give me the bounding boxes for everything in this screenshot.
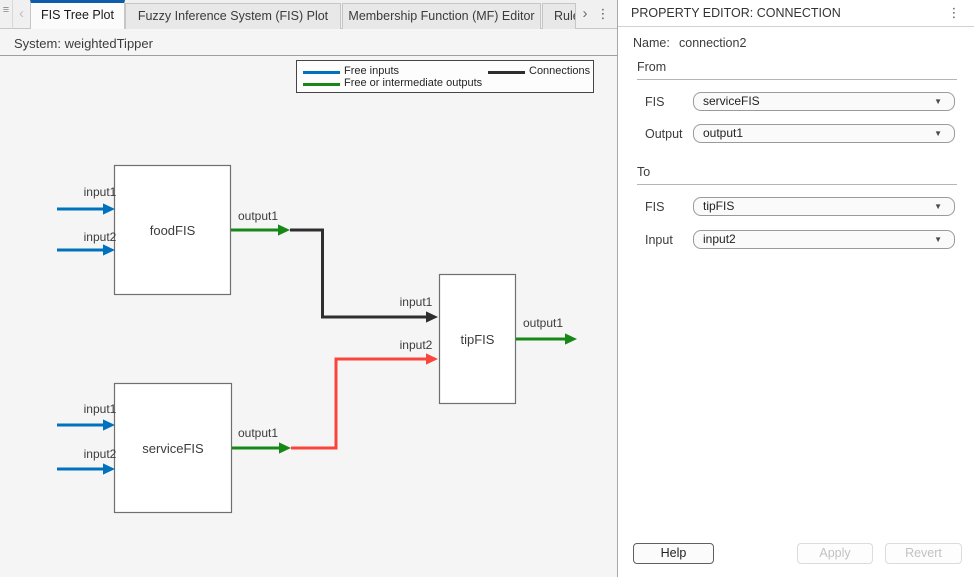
legend-box: Free inputs Free or intermediate outputs… [296,60,594,93]
system-divider [0,55,617,56]
servicefis-block-label[interactable]: serviceFIS [142,440,204,456]
scroll-tabs-left-icon[interactable]: ‹ [19,5,24,22]
to-input-dropdown[interactable]: input2 ▼ [693,230,955,249]
tipfis-block-label[interactable]: tipFIS [460,331,495,347]
connection-name-value: connection2 [679,36,747,50]
connection-name-label: Name: [633,36,670,50]
connection1-food-to-tip[interactable] [290,228,438,323]
legend-outputs-swatch [303,83,340,86]
servicefis-input2-label: input2 [83,447,117,461]
from-output-dropdown[interactable]: output1 ▼ [693,124,955,143]
from-output-value: output1 [703,126,744,140]
servicefis-output-arrow[interactable] [232,442,291,454]
legend-connections-swatch [488,71,525,74]
foodfis-block[interactable] [113,164,232,296]
tab-fis-plot[interactable]: Fuzzy Inference System (FIS) Plot [125,3,341,29]
foodfis-output-arrow[interactable] [231,224,290,236]
servicefis-block[interactable] [113,382,233,514]
apply-button[interactable]: Apply [797,543,873,564]
tipfis-input2-label: input2 [399,338,433,352]
tipfis-block[interactable] [438,273,517,405]
dropdown-caret-icon: ▼ [934,97,942,106]
from-fis-dropdown[interactable]: serviceFIS ▼ [693,92,955,111]
servicefis-output-label: output1 [237,426,279,440]
property-editor-header: PROPERTY EDITOR: CONNECTION ⋮ [618,0,974,27]
foodfis-input1-label: input1 [83,185,117,199]
tab-overflow-menu-icon[interactable]: ⋮ [596,6,610,21]
fis-tree-diagram [57,164,577,514]
to-input-label: Input [645,233,673,247]
tipfis-output-arrow[interactable] [516,333,577,345]
foodfis-input1-arrow[interactable] [57,203,115,215]
property-editor-title: PROPERTY EDITOR: CONNECTION [631,6,841,20]
help-button[interactable]: Help [633,543,714,564]
from-fis-value: serviceFIS [703,94,760,108]
dropdown-caret-icon: ▼ [934,235,942,244]
to-section-title: To [637,165,651,179]
tab-rule-truncated[interactable]: Rule [542,3,576,29]
from-section-rule [637,79,957,80]
foodfis-input2-arrow[interactable] [57,244,115,256]
servicefis-input1-label: input1 [83,402,117,416]
foodfis-output-label: output1 [237,209,279,223]
document-tab-bar: ≡ ‹ FIS Tree Plot Fuzzy Inference System… [0,0,617,29]
revert-button[interactable]: Revert [885,543,962,564]
fis-tree-canvas: System: weightedTipper Free inputs Free … [0,29,617,577]
to-input-value: input2 [703,232,736,246]
tipfis-output-label: output1 [522,316,564,330]
scroll-tabs-right-icon[interactable]: › [582,5,588,22]
panel-menu-icon[interactable]: ⋮ [947,5,961,20]
foodfis-block-label[interactable]: foodFIS [149,222,196,238]
to-fis-value: tipFIS [703,199,735,213]
from-output-label: Output [645,127,683,141]
legend-free-inputs-swatch [303,71,340,74]
tab-fis-tree-plot[interactable]: FIS Tree Plot [30,0,125,29]
property-editor-panel: PROPERTY EDITOR: CONNECTION ⋮ Name: conn… [618,0,974,577]
legend-free-inputs-label: Free inputs [344,65,400,77]
dropdown-caret-icon: ▼ [934,202,942,211]
from-section-title: From [637,60,667,74]
foodfis-input2-label: input2 [83,230,117,244]
from-fis-label: FIS [645,95,665,109]
tab-mf-editor[interactable]: Membership Function (MF) Editor [342,3,541,29]
legend-connections-label: Connections [529,65,591,77]
to-fis-label: FIS [645,200,665,214]
to-section-rule [637,184,957,185]
system-name-label: System: weightedTipper [14,36,153,51]
connection2-service-to-tip-selected[interactable] [291,353,438,450]
servicefis-input1-arrow[interactable] [57,419,115,431]
panel-divider[interactable] [617,0,618,577]
servicefis-input2-arrow[interactable] [57,463,115,475]
to-fis-dropdown[interactable]: tipFIS ▼ [693,197,955,216]
dropdown-caret-icon: ▼ [934,129,942,138]
tipfis-input1-label: input1 [399,295,433,309]
legend-outputs-label: Free or intermediate outputs [344,77,483,89]
panel-grip-icon[interactable]: ≡ [0,0,13,29]
